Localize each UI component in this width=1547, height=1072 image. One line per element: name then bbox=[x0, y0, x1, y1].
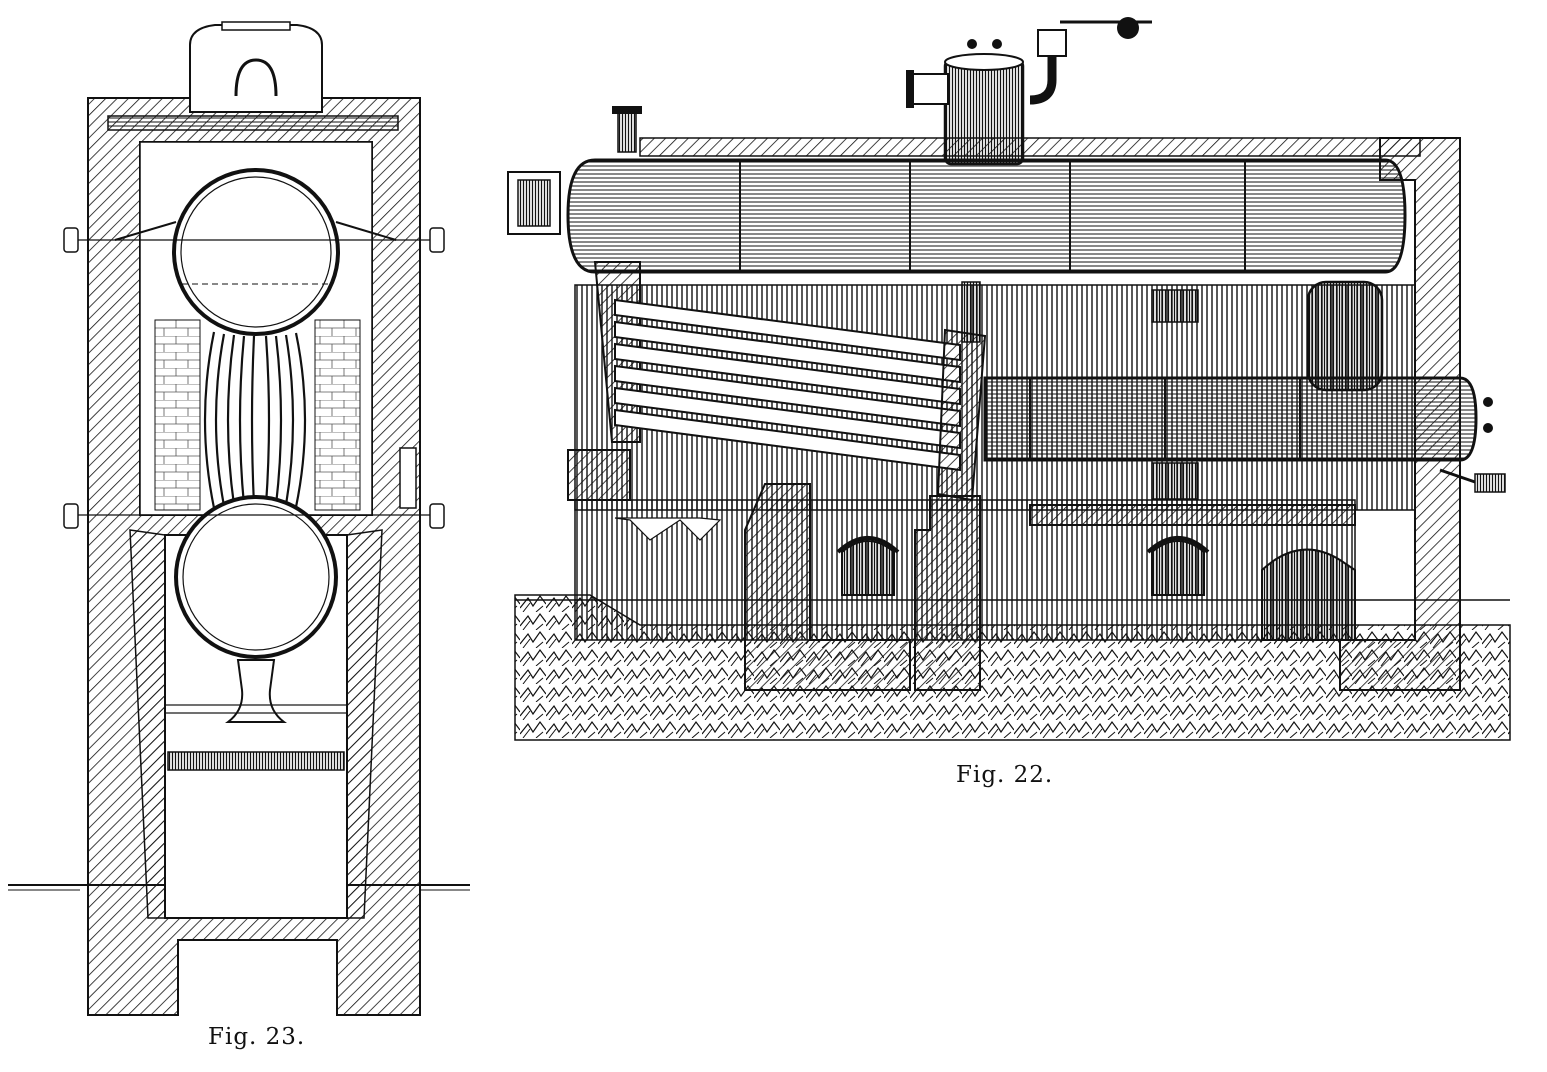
fig22-longitudinal-section bbox=[507, 17, 1511, 741]
fig23-caption: Fig. 23. bbox=[208, 1024, 306, 1050]
fig22-inclined-tubes bbox=[614, 298, 961, 472]
fig22-firedoor-left bbox=[836, 536, 900, 596]
fig23-water-tubes bbox=[203, 331, 307, 509]
fig22-firedoor-right bbox=[1146, 536, 1210, 596]
fig23-upper-drum bbox=[172, 168, 340, 336]
fig23-cross-section bbox=[8, 21, 470, 1016]
fig23-lower-drum bbox=[174, 495, 338, 659]
fig22-upper-drum bbox=[566, 158, 1407, 274]
fig22-caption: Fig. 22. bbox=[956, 762, 1054, 788]
fig22-lower-drum bbox=[983, 376, 1478, 462]
